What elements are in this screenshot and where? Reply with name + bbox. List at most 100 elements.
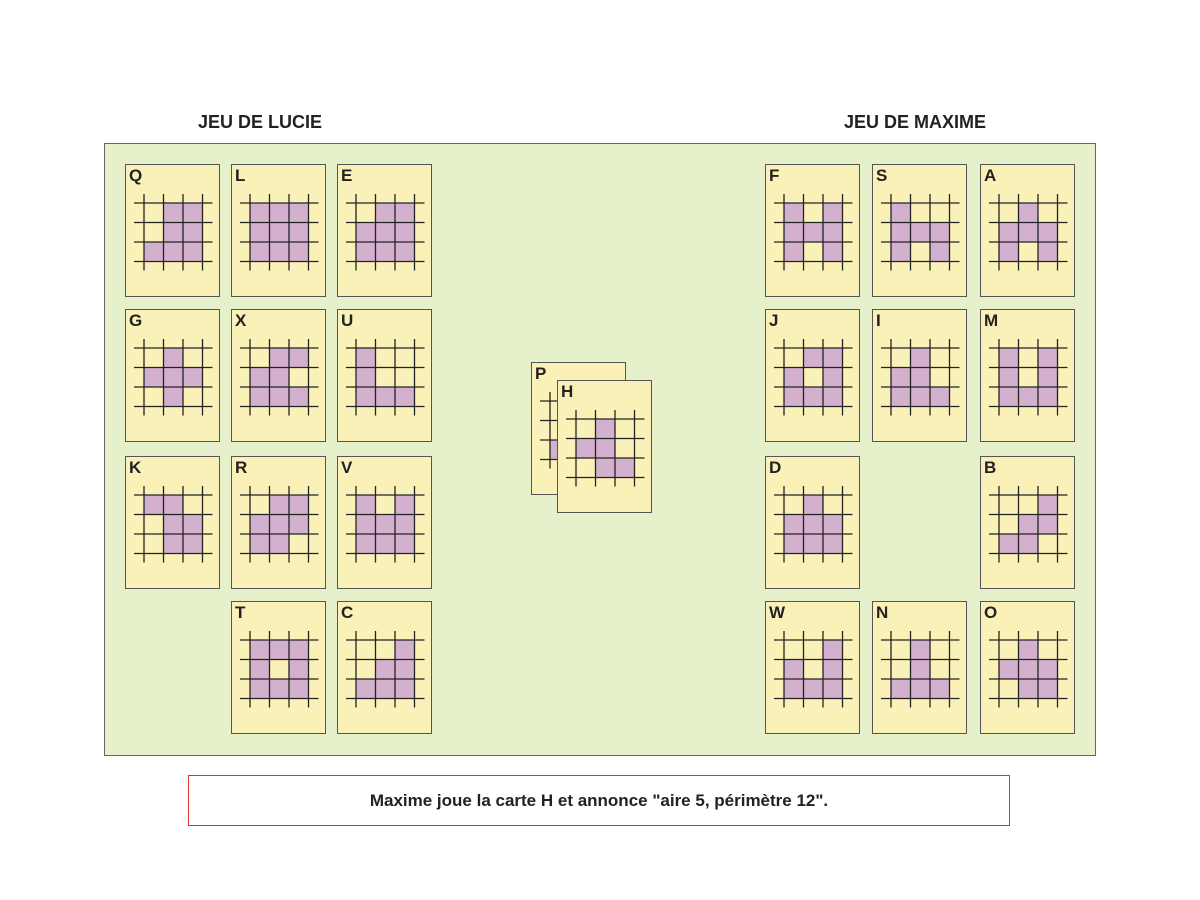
filled-cell	[250, 534, 270, 554]
card-T[interactable]: T	[231, 601, 326, 734]
filled-cell	[784, 387, 804, 407]
card-X[interactable]: X	[231, 309, 326, 442]
card-L[interactable]: L	[231, 164, 326, 297]
filled-cell	[395, 387, 415, 407]
filled-cell	[289, 242, 309, 262]
filled-cell	[1038, 367, 1058, 387]
card-B[interactable]: B	[980, 456, 1075, 589]
card-E[interactable]: E	[337, 164, 432, 297]
filled-cell	[163, 514, 183, 534]
card-I[interactable]: I	[872, 309, 967, 442]
card-D[interactable]: D	[765, 456, 860, 589]
filled-cell	[823, 534, 843, 554]
filled-cell	[250, 514, 270, 534]
maxime-title: JEU DE MAXIME	[844, 112, 987, 132]
card-H[interactable]: H	[557, 380, 652, 513]
grid	[134, 339, 213, 416]
filled-cell	[375, 659, 395, 679]
card-Q[interactable]: Q	[125, 164, 220, 297]
filled-cell	[375, 679, 395, 699]
card-C[interactable]: C	[337, 601, 432, 734]
message-box: Maxime joue la carte H et annonce "aire …	[188, 775, 1010, 826]
filled-cell	[910, 679, 930, 699]
filled-cell	[183, 534, 203, 554]
filled-cell	[823, 348, 843, 368]
filled-cell	[289, 679, 309, 699]
card-S[interactable]: S	[872, 164, 967, 297]
filled-cell	[269, 679, 289, 699]
filled-cell	[910, 640, 930, 660]
card-G[interactable]: G	[125, 309, 220, 442]
card-J[interactable]: J	[765, 309, 860, 442]
filled-cell	[910, 222, 930, 242]
card-W[interactable]: W	[765, 601, 860, 734]
filled-cell	[1038, 659, 1058, 679]
filled-cell	[1018, 659, 1038, 679]
filled-cell	[999, 367, 1019, 387]
grid	[774, 486, 853, 563]
filled-cell	[250, 203, 270, 223]
filled-cell	[163, 242, 183, 262]
card-O[interactable]: O	[980, 601, 1075, 734]
filled-cell	[1018, 534, 1038, 554]
grid	[989, 339, 1068, 416]
card-letter: C	[341, 603, 354, 622]
filled-cell	[784, 679, 804, 699]
grid	[774, 631, 853, 708]
filled-cell	[289, 659, 309, 679]
grid	[134, 486, 213, 563]
filled-cell	[1038, 679, 1058, 699]
card-letter: F	[769, 166, 780, 185]
filled-cell	[1038, 387, 1058, 407]
grid	[240, 194, 319, 271]
card-letter: T	[235, 603, 246, 622]
filled-cell	[784, 367, 804, 387]
filled-cell	[595, 438, 615, 458]
card-V[interactable]: V	[337, 456, 432, 589]
card-N[interactable]: N	[872, 601, 967, 734]
card-letter: I	[876, 311, 881, 330]
filled-cell	[784, 222, 804, 242]
filled-cell	[289, 514, 309, 534]
card-F[interactable]: F	[765, 164, 860, 297]
filled-cell	[250, 367, 270, 387]
card-letter: U	[341, 311, 354, 330]
filled-cell	[395, 514, 415, 534]
filled-cell	[1038, 348, 1058, 368]
card-letter: Q	[129, 166, 143, 185]
filled-cell	[803, 679, 823, 699]
filled-cell	[999, 659, 1019, 679]
filled-cell	[144, 367, 164, 387]
card-K[interactable]: K	[125, 456, 220, 589]
card-M[interactable]: M	[980, 309, 1075, 442]
grid	[240, 631, 319, 708]
filled-cell	[183, 242, 203, 262]
card-A[interactable]: A	[980, 164, 1075, 297]
filled-cell	[910, 348, 930, 368]
filled-cell	[1038, 514, 1058, 534]
card-R[interactable]: R	[231, 456, 326, 589]
filled-cell	[269, 348, 289, 368]
filled-cell	[395, 203, 415, 223]
grid	[346, 194, 425, 271]
filled-cell	[930, 242, 950, 262]
filled-cell	[1038, 242, 1058, 262]
filled-cell	[999, 242, 1019, 262]
filled-cell	[289, 203, 309, 223]
card-letter: K	[129, 458, 142, 477]
filled-cell	[891, 387, 911, 407]
filled-cell	[356, 348, 376, 368]
filled-cell	[1018, 222, 1038, 242]
filled-cell	[289, 640, 309, 660]
filled-cell	[803, 348, 823, 368]
filled-cell	[910, 659, 930, 679]
filled-cell	[269, 203, 289, 223]
filled-cell	[891, 222, 911, 242]
grid	[774, 194, 853, 271]
filled-cell	[144, 242, 164, 262]
card-letter: X	[235, 311, 247, 330]
card-letter: V	[341, 458, 353, 477]
card-U[interactable]: U	[337, 309, 432, 442]
filled-cell	[163, 203, 183, 223]
filled-cell	[595, 458, 615, 478]
